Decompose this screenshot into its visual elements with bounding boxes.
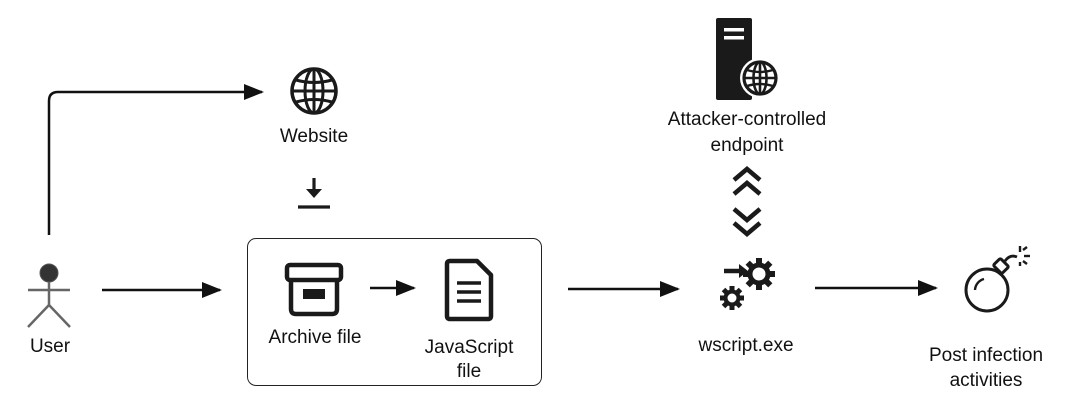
post-label-line1: Post infection [928, 345, 1044, 366]
archive-container-box [247, 238, 542, 386]
archive-label: Archive file [268, 327, 362, 348]
endpoint-label-line1: Attacker-controlled [667, 109, 827, 130]
download-icon [296, 176, 332, 212]
server-globe-icon [710, 16, 786, 104]
post-label-line2: activities [949, 370, 1023, 391]
javascript-label-line2: file [456, 361, 482, 382]
gears-icon [714, 254, 778, 314]
globe-icon [289, 66, 339, 116]
person-icon [18, 263, 80, 329]
archive-box-icon [284, 262, 344, 317]
javascript-label-line1: JavaScript [424, 337, 514, 358]
chevron-double-up-icon [730, 165, 764, 197]
endpoint-label-line2: endpoint [710, 135, 784, 156]
user-label: User [29, 336, 71, 357]
website-label: Website [279, 126, 349, 147]
document-icon [443, 258, 495, 322]
wscript-label: wscript.exe [698, 335, 794, 356]
bomb-icon [960, 244, 1032, 316]
arrow-user-to-website [47, 84, 264, 235]
chevron-double-down-icon [730, 206, 764, 238]
